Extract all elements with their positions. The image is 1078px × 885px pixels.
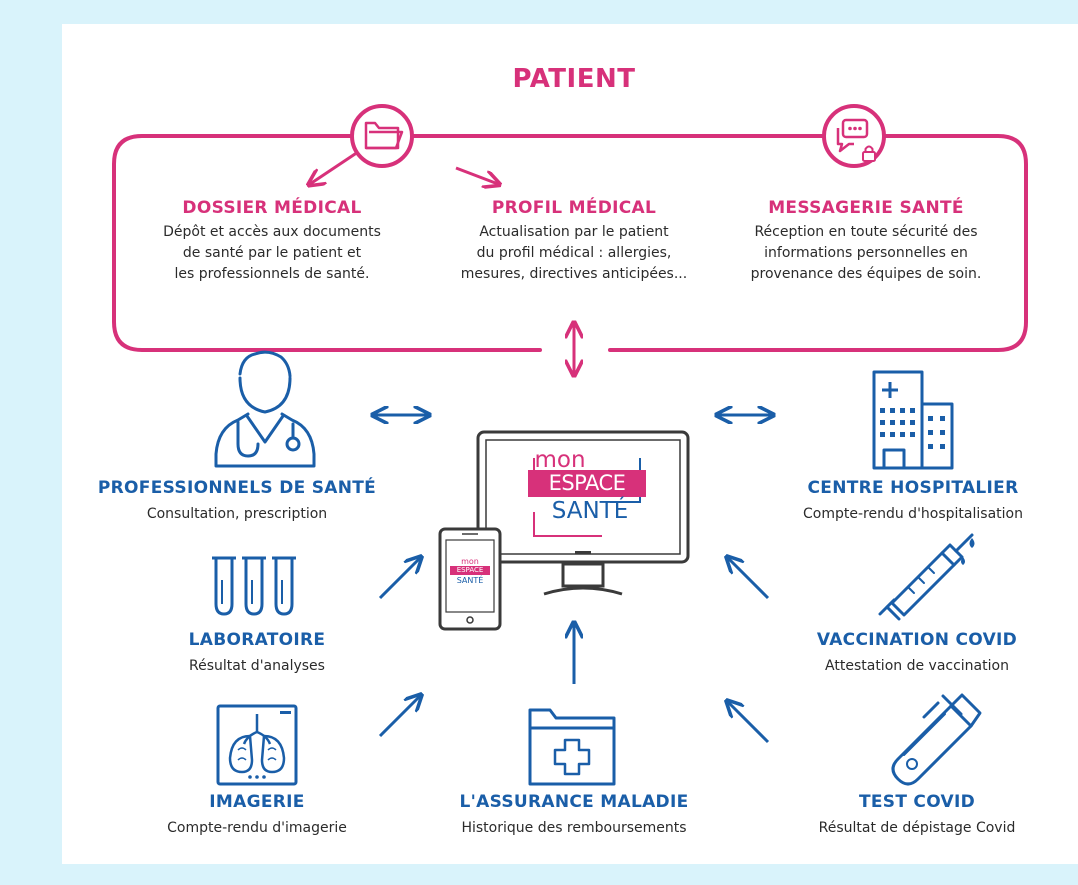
hospital-desc: Compte-rendu d'hospitalisation [803, 506, 1023, 522]
logo-sante: SANTÉ [551, 498, 629, 524]
health-folder-icon [528, 708, 616, 786]
hospital-title: CENTRE HOSPITALIER [807, 478, 1019, 498]
vaccination-desc: Attestation de vaccination [825, 658, 1009, 674]
imagerie-title: IMAGERIE [209, 792, 305, 812]
logo-espace: ESPACE [528, 470, 646, 497]
test-tubes-icon [212, 556, 296, 616]
doctor-icon [214, 350, 316, 468]
test-swab-icon [891, 693, 982, 786]
lungs-xray-icon [216, 704, 298, 786]
folder-icon [350, 104, 414, 168]
arrow-test [728, 702, 770, 744]
assurance-maladie-title: L'ASSURANCE MALADIE [459, 792, 689, 812]
diagram-artwork [112, 104, 1028, 786]
messagerie-sante-title: MESSAGERIE SANTÉ [768, 198, 964, 218]
profil-medical-desc: Actualisation par le patient du profil m… [460, 224, 688, 282]
monitor-icon [476, 430, 690, 596]
messagerie-sante-desc: Réception en toute sécurité des informat… [750, 224, 982, 282]
profil-medical-title: PROFIL MÉDICAL [491, 198, 657, 218]
tablet-logo-mon: mon [461, 557, 479, 566]
arrow-img [378, 696, 420, 738]
imagerie-desc: Compte-rendu d'imagerie [167, 820, 347, 836]
test-covid-title: TEST COVID [858, 792, 976, 812]
vaccination-title: VACCINATION COVID [816, 630, 1018, 650]
arrow-vacc [728, 558, 770, 600]
lab-desc: Résultat d'analyses [189, 658, 325, 674]
syringe-icon [878, 533, 975, 621]
pro-sante-desc: Consultation, prescription [146, 506, 328, 522]
logo-mon: mon [534, 447, 586, 473]
arrow-to-dossier [310, 150, 359, 184]
assurance-maladie-desc: Historique des remboursements [461, 820, 687, 836]
arrow-lab [378, 558, 420, 600]
secure-chat-icon [822, 104, 886, 168]
arrow-to-profil [455, 166, 498, 184]
patient-title: PATIENT [512, 64, 636, 94]
pro-sante-title: PROFESSIONNELS DE SANTÉ [97, 478, 377, 498]
lab-title: LABORATOIRE [188, 630, 326, 650]
hospital-icon [872, 370, 954, 470]
patient-frame [112, 134, 1028, 352]
tablet-icon [438, 527, 502, 631]
diagram-card: PATIENT DOSSIER MÉDICAL Dépôt et accès a… [62, 24, 1078, 864]
dossier-medical-title: DOSSIER MÉDICAL [182, 198, 362, 218]
dossier-medical-desc: Dépôt et accès aux documents de santé pa… [163, 224, 381, 282]
tablet-logo-sante: SANTÉ [456, 576, 484, 585]
test-covid-desc: Résultat de dépistage Covid [818, 820, 1016, 836]
tablet-logo-espace: ESPACE [450, 566, 490, 575]
